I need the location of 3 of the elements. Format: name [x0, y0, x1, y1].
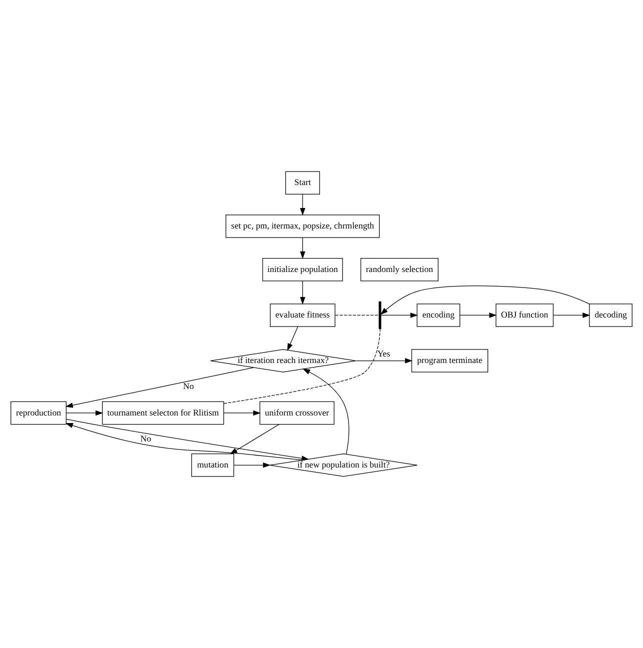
edge-label: Yes	[377, 348, 390, 359]
edge-label: No	[183, 381, 194, 392]
edge-label: No	[140, 433, 152, 444]
